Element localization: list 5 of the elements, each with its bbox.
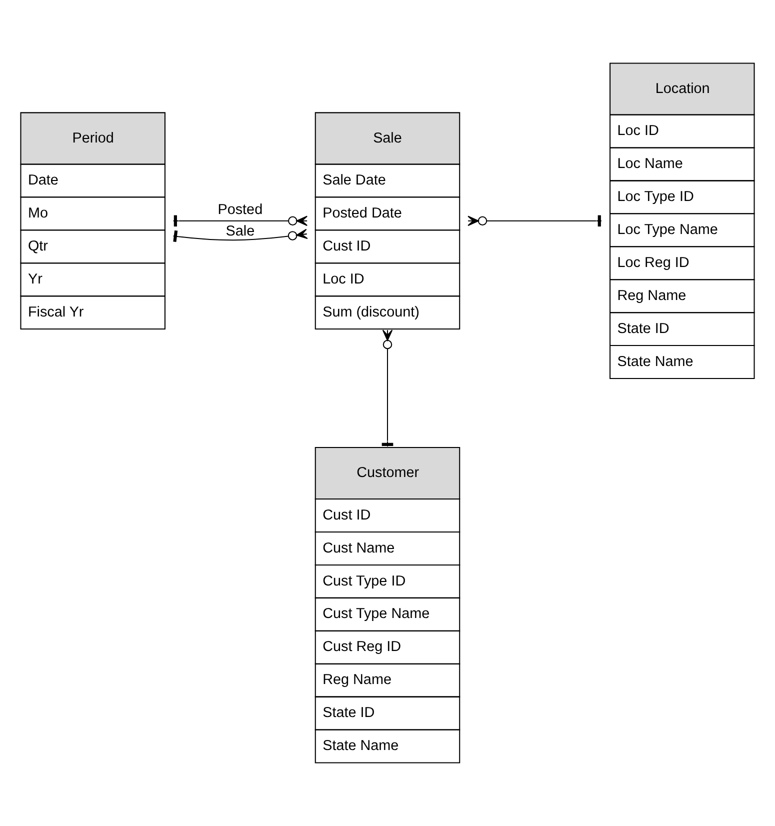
connector xyxy=(173,228,308,242)
connector xyxy=(468,215,602,227)
connector xyxy=(173,215,308,227)
edge-label: Sale xyxy=(226,223,255,240)
edge-label: Posted xyxy=(218,202,263,218)
